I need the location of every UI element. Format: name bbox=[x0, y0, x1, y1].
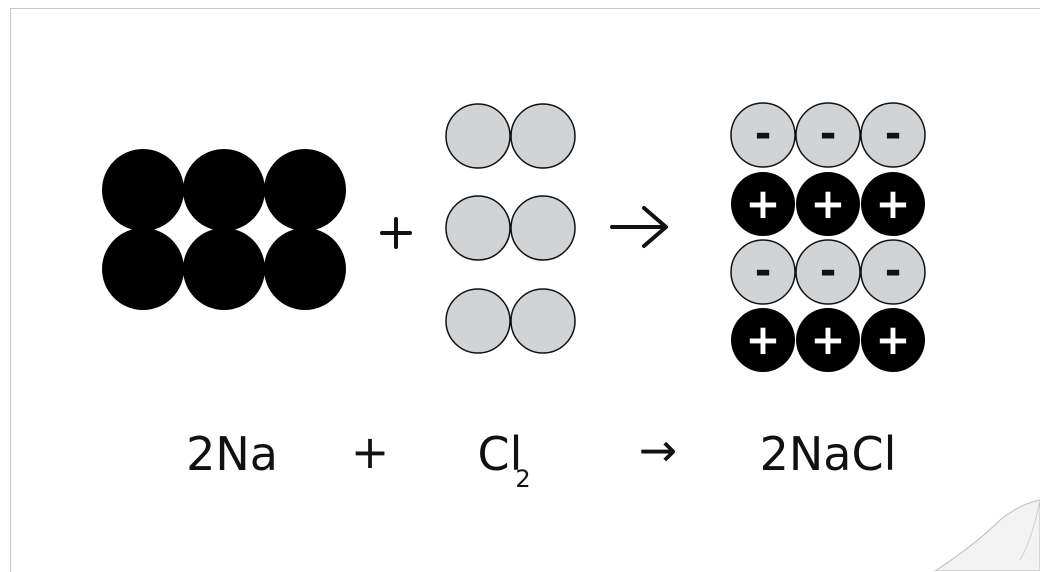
chloride-ion: - bbox=[730, 102, 796, 168]
diagram-plus-sign bbox=[380, 217, 412, 249]
chlorine-molecule bbox=[445, 103, 576, 169]
positive-charge-sign: + bbox=[745, 315, 780, 364]
sodium-ion: + bbox=[861, 172, 925, 236]
negative-charge-sign: - bbox=[820, 248, 837, 294]
negative-charge-sign: - bbox=[755, 248, 772, 294]
positive-charge-sign: + bbox=[875, 179, 910, 228]
sodium-ion: + bbox=[796, 172, 860, 236]
positive-charge-sign: + bbox=[745, 179, 780, 228]
chemical-equation: 2Na + Cl 2 → 2NaCl bbox=[186, 423, 896, 493]
chloride-ion: - bbox=[730, 239, 796, 305]
sodium-atom bbox=[264, 228, 346, 310]
chloride-ion: - bbox=[795, 102, 861, 168]
chlorine-molecules bbox=[445, 103, 576, 354]
sodium-atom bbox=[183, 149, 265, 231]
chloride-ion: - bbox=[860, 239, 926, 305]
positive-charge-sign: + bbox=[875, 315, 910, 364]
sodium-atom bbox=[102, 228, 184, 310]
positive-charge-sign: + bbox=[810, 179, 845, 228]
equation-plus: + bbox=[351, 425, 390, 479]
sodium-ion: + bbox=[796, 308, 860, 372]
sodium-ion: + bbox=[731, 308, 795, 372]
product-sodium-chloride: 2NaCl bbox=[760, 427, 897, 481]
reactant-chlorine: Cl bbox=[478, 427, 523, 481]
chlorine-molecule bbox=[445, 288, 576, 354]
negative-charge-sign: - bbox=[820, 111, 837, 157]
sodium-atoms bbox=[102, 149, 346, 310]
reactant-sodium: 2Na bbox=[186, 427, 278, 481]
sodium-atom bbox=[183, 228, 265, 310]
negative-charge-sign: - bbox=[755, 111, 772, 157]
chlorine-molecule bbox=[445, 195, 576, 261]
chloride-ion: - bbox=[795, 239, 861, 305]
equation-arrow: → bbox=[639, 423, 678, 477]
sodium-ion: + bbox=[731, 172, 795, 236]
chlorine-subscript: 2 bbox=[515, 465, 530, 493]
sodium-atom bbox=[102, 149, 184, 231]
page-curl-corner bbox=[930, 499, 1040, 571]
sodium-atom bbox=[264, 149, 346, 231]
positive-charge-sign: + bbox=[810, 315, 845, 364]
sodium-chloride-lattice: ---+++---+++ bbox=[730, 102, 926, 372]
negative-charge-sign: - bbox=[885, 248, 902, 294]
negative-charge-sign: - bbox=[885, 111, 902, 157]
chloride-ion: - bbox=[860, 102, 926, 168]
sodium-ion: + bbox=[861, 308, 925, 372]
diagram-arrow bbox=[610, 206, 668, 248]
